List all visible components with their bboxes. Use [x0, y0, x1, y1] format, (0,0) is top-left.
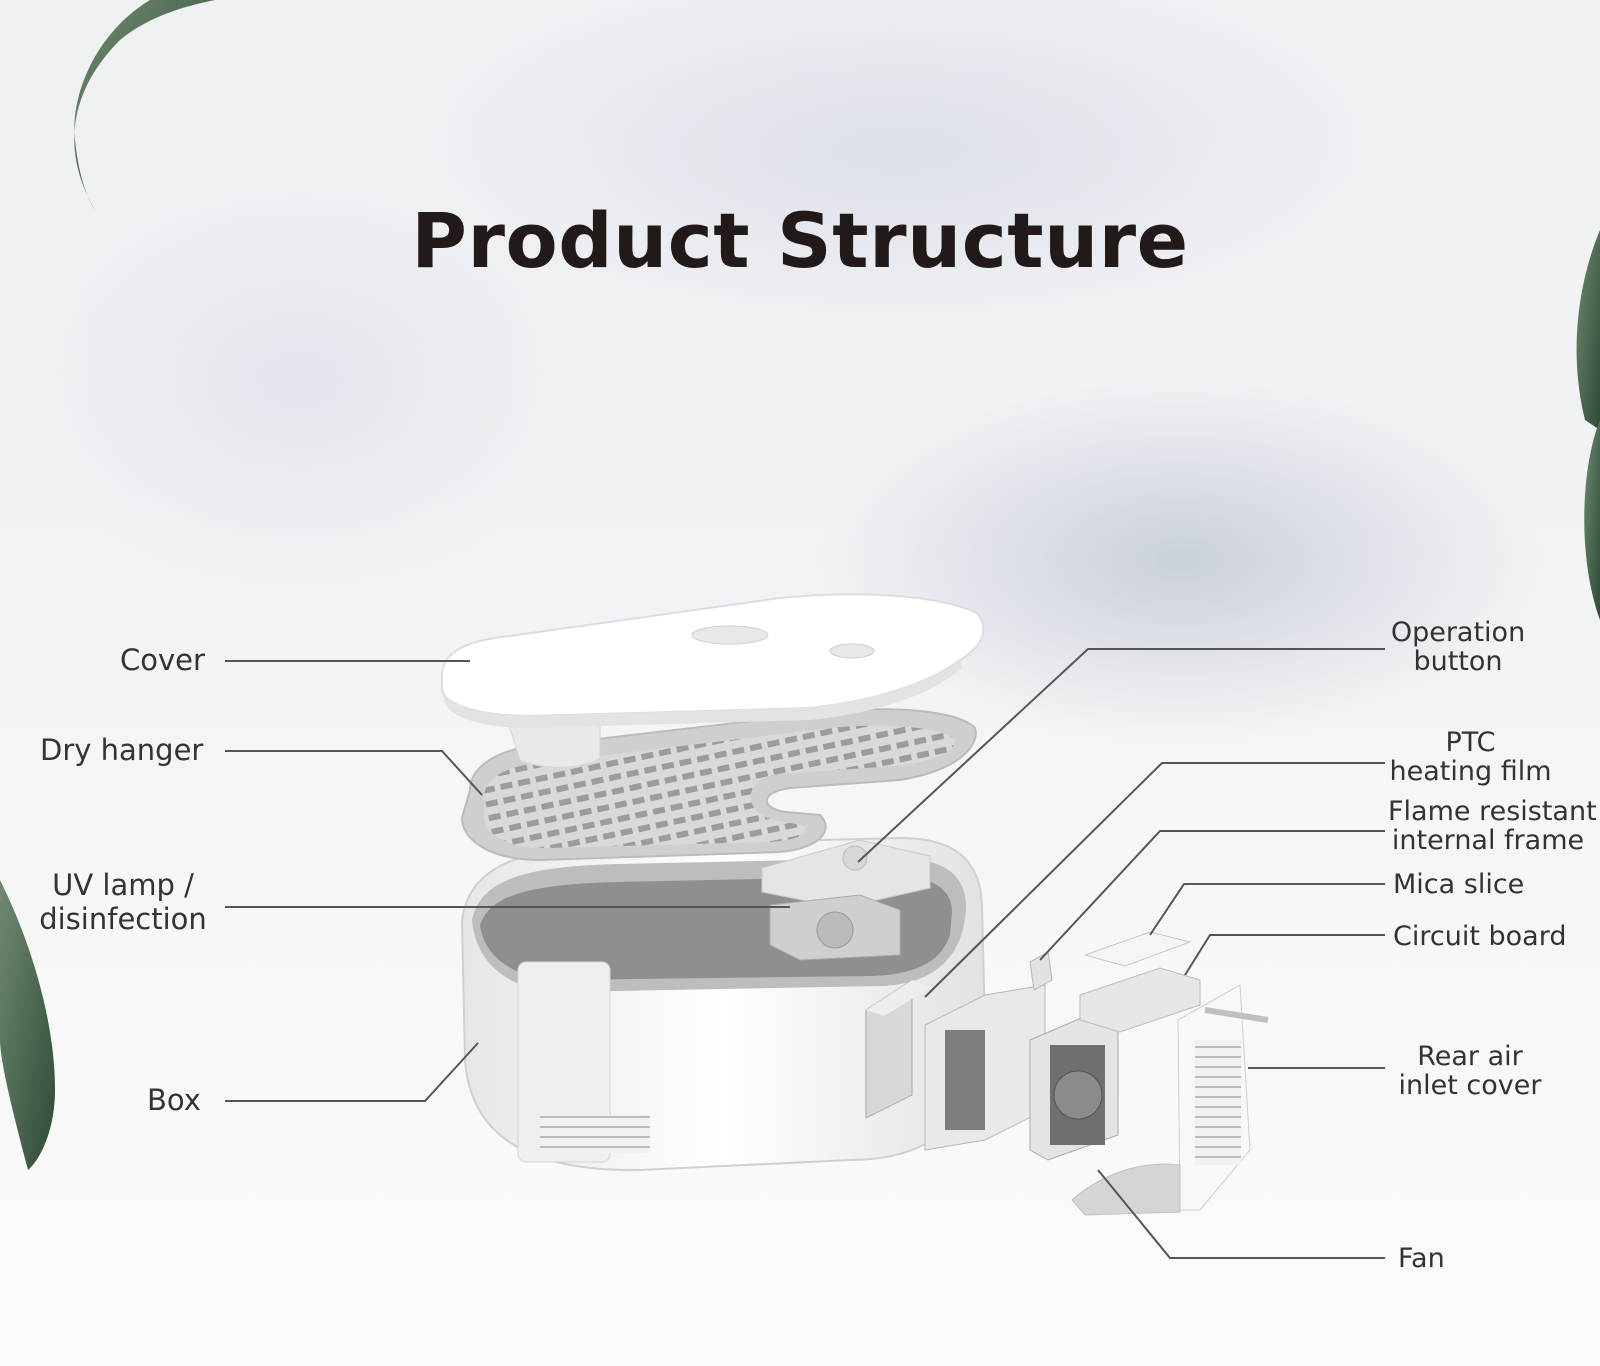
label-frame-line2: internal frame	[1391, 825, 1585, 856]
leader-frame	[1039, 830, 1385, 961]
circuit-board-part	[1079, 967, 1201, 1033]
leader-fan	[1097, 1169, 1385, 1259]
label-box: Box	[147, 1083, 201, 1117]
label-uv-lamp-line1: UV lamp /	[52, 868, 194, 902]
label-uv-lamp-line2: disinfection	[39, 902, 207, 936]
leader-circuit	[1184, 934, 1385, 976]
label-uv-lamp: UV lamp / disinfection	[38, 868, 208, 936]
label-rear-line1: Rear air	[1417, 1041, 1523, 1072]
leaf-left	[0, 880, 55, 1170]
label-rear-line2: inlet cover	[1398, 1070, 1542, 1101]
leaf-top-left	[74, 0, 216, 210]
leader-ptc	[924, 762, 1385, 998]
mica-slice-part	[1083, 931, 1192, 967]
page-title: Product Structure	[411, 196, 1189, 285]
cover-part	[441, 593, 985, 768]
label-dry-hanger: Dry hanger	[40, 733, 204, 767]
label-operation-line1: Operation	[1390, 617, 1526, 648]
leaf-right-lower	[1584, 420, 1600, 620]
fan-part	[1029, 1009, 1119, 1161]
label-ptc-line1: PTC	[1445, 727, 1496, 758]
frame-part	[924, 951, 1053, 1151]
label-rear-air-inlet-cover: Rear air inlet cover	[1395, 1042, 1545, 1100]
operation-module	[761, 839, 931, 961]
label-fan: Fan	[1398, 1243, 1445, 1274]
leaf-right	[1576, 230, 1600, 430]
leader-box	[225, 1042, 479, 1102]
label-operation-button: Operation button	[1388, 618, 1528, 676]
leader-mica	[1149, 883, 1385, 936]
label-cover: Cover	[120, 643, 205, 677]
leader-lines	[225, 648, 1385, 1259]
label-frame-line1: Flame resistant	[1388, 796, 1597, 827]
label-operation-line2: button	[1413, 646, 1503, 677]
label-mica-slice: Mica slice	[1393, 869, 1525, 900]
label-circuit-board: Circuit board	[1393, 921, 1567, 952]
rear-air-inlet-cover-part	[1071, 984, 1269, 1216]
leader-operation	[857, 648, 1385, 863]
label-ptc-line2: heating film	[1389, 756, 1552, 787]
ptc-heating-film-part	[865, 979, 930, 1119]
label-flame-resistant-frame: Flame resistant internal frame	[1388, 796, 1597, 856]
leader-dry-hanger	[225, 750, 483, 796]
label-ptc-heating-film: PTC heating film	[1388, 728, 1553, 786]
